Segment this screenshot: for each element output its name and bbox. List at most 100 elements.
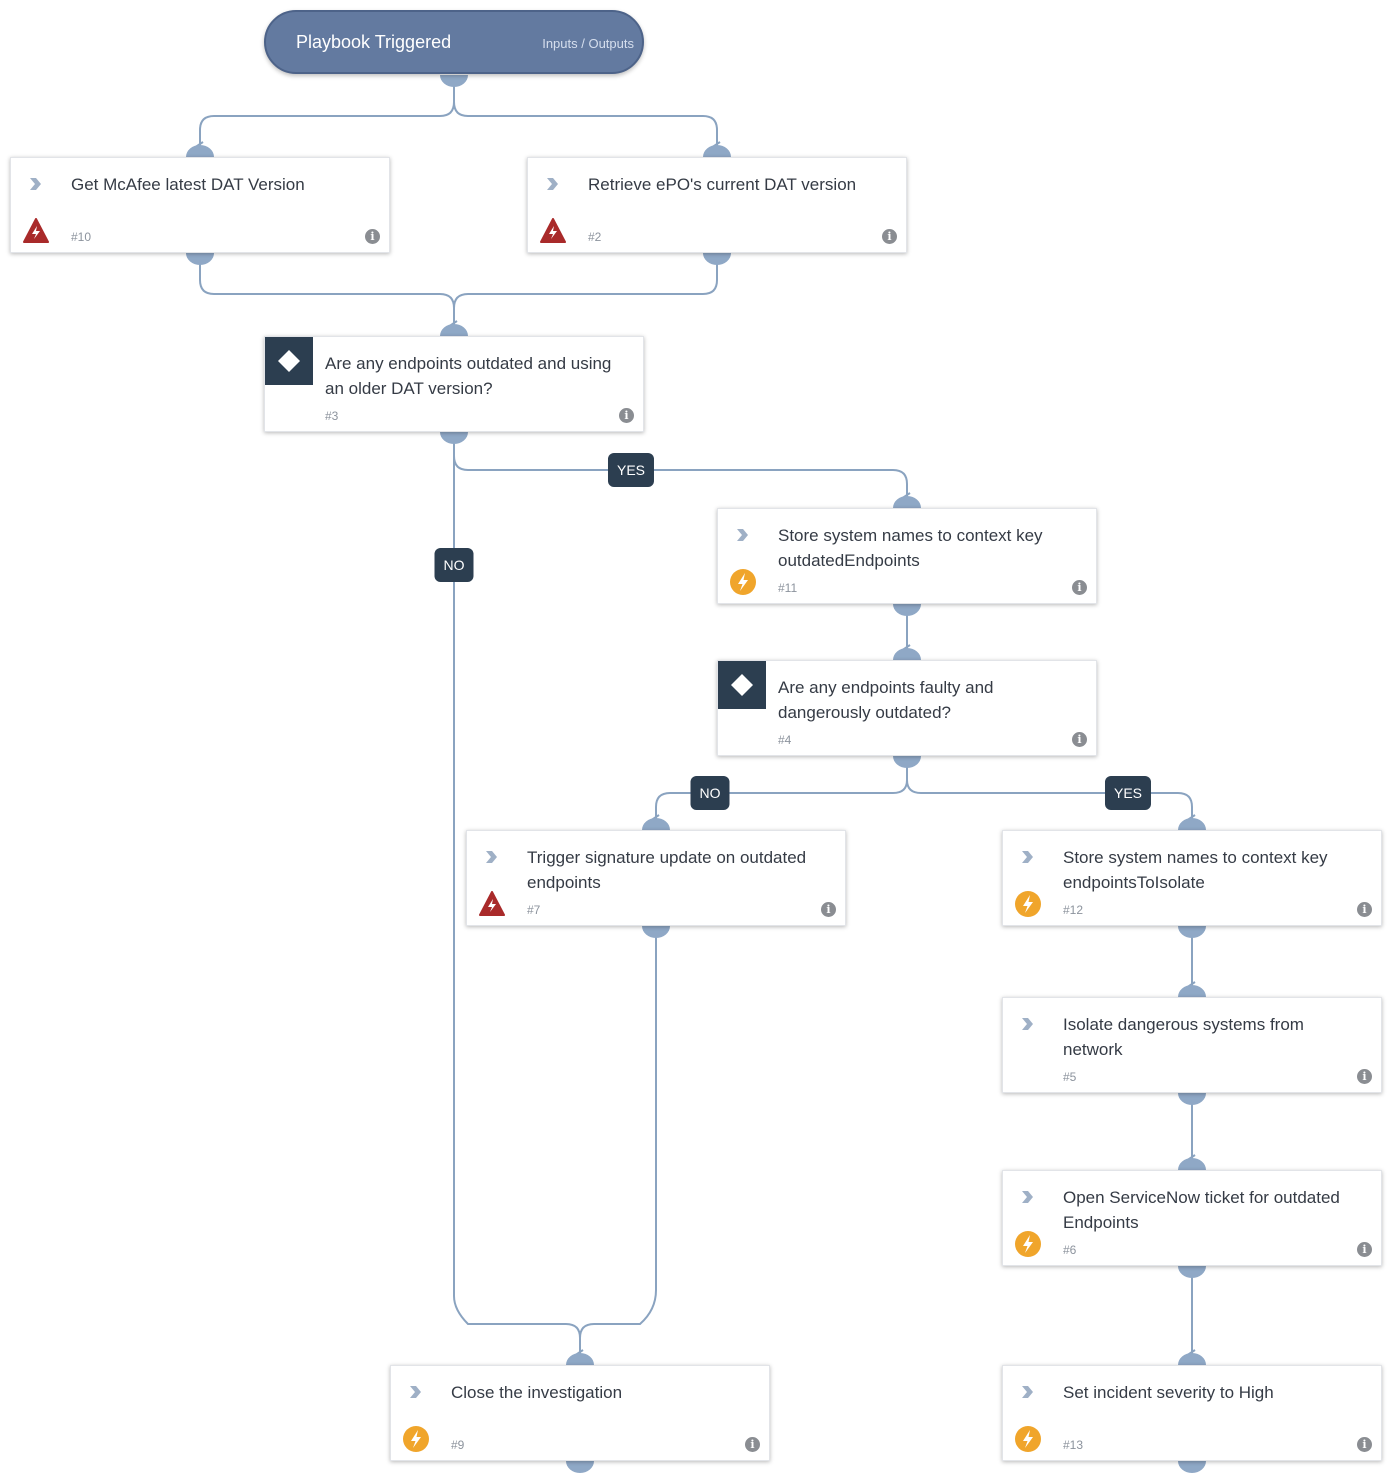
port-trigger-out bbox=[440, 75, 468, 87]
task-number: #5 bbox=[1063, 1070, 1077, 1084]
task-title: Are any endpoints outdated and using an … bbox=[325, 354, 612, 398]
port-11-in bbox=[893, 496, 921, 508]
chevron-right-icon bbox=[30, 178, 41, 190]
task-node-2[interactable]: Retrieve ePO's current DAT version #2 i bbox=[527, 157, 907, 253]
edge-7-9 bbox=[579, 930, 657, 1354]
info-icon[interactable]: i bbox=[821, 902, 836, 917]
error-warning-icon bbox=[23, 218, 49, 243]
task-title: Store system names to context key endpoi… bbox=[1063, 848, 1328, 892]
edge-3-9 bbox=[453, 435, 584, 1359]
edge-trigger-2 bbox=[453, 78, 721, 151]
port-5-in bbox=[1178, 985, 1206, 997]
chevron-right-icon bbox=[1022, 851, 1033, 863]
task-title: Are any endpoints faulty and dangerously… bbox=[778, 678, 994, 722]
automation-bolt-icon bbox=[1015, 1231, 1041, 1257]
port-11-out bbox=[893, 604, 921, 616]
automation-bolt-icon bbox=[1015, 891, 1041, 917]
chevron-right-icon bbox=[486, 851, 497, 863]
task-node-10[interactable]: Get McAfee latest DAT Version #10 i bbox=[10, 157, 390, 253]
info-icon[interactable]: i bbox=[1357, 902, 1372, 917]
info-icon[interactable]: i bbox=[1357, 1437, 1372, 1452]
branch-label-no[interactable]: NO bbox=[690, 776, 730, 810]
branch-label-no[interactable]: NO bbox=[434, 548, 474, 582]
task-node-9[interactable]: Close the investigation #9 i bbox=[390, 1365, 770, 1461]
task-node-7[interactable]: Trigger signature update on outdated end… bbox=[466, 830, 846, 926]
info-icon[interactable]: i bbox=[619, 408, 634, 423]
edge-4-12 bbox=[906, 760, 1196, 824]
task-title: Store system names to context key outdat… bbox=[778, 526, 1043, 570]
chevron-right-icon bbox=[1022, 1386, 1033, 1398]
error-warning-icon bbox=[540, 218, 566, 243]
task-number: #11 bbox=[778, 581, 798, 595]
info-icon[interactable]: i bbox=[1357, 1069, 1372, 1084]
port-6-in bbox=[1178, 1158, 1206, 1170]
port-13-in bbox=[1178, 1353, 1206, 1365]
port-7-out bbox=[642, 926, 670, 938]
info-icon[interactable]: i bbox=[1072, 732, 1087, 747]
info-icon[interactable]: i bbox=[1357, 1242, 1372, 1257]
task-number: #3 bbox=[325, 409, 339, 423]
task-node-13[interactable]: Set incident severity to High #13 i bbox=[1002, 1365, 1382, 1461]
port-12-out bbox=[1178, 926, 1206, 938]
task-number: #10 bbox=[71, 230, 92, 244]
task-node-11[interactable]: Store system names to context key outdat… bbox=[717, 508, 1097, 604]
port-10-in bbox=[186, 145, 214, 157]
task-number: #9 bbox=[451, 1438, 465, 1452]
chevron-right-icon bbox=[547, 178, 558, 190]
port-2-in bbox=[703, 145, 731, 157]
condition-diamond-icon bbox=[718, 661, 766, 709]
task-number: #7 bbox=[527, 903, 541, 917]
port-10-out bbox=[186, 253, 214, 265]
task-title: Set incident severity to High bbox=[1063, 1383, 1274, 1402]
task-node-12[interactable]: Store system names to context key endpoi… bbox=[1002, 830, 1382, 926]
task-title: Trigger signature update on outdated end… bbox=[527, 848, 807, 892]
chevron-right-icon bbox=[737, 529, 748, 541]
automation-bolt-icon bbox=[1015, 1426, 1041, 1452]
chevron-right-icon bbox=[1022, 1191, 1033, 1203]
task-node-5[interactable]: Isolate dangerous systems from network #… bbox=[1002, 997, 1382, 1093]
info-icon[interactable]: i bbox=[365, 229, 380, 244]
port-4-in bbox=[893, 648, 921, 660]
condition-node-3[interactable]: Are any endpoints outdated and using an … bbox=[264, 336, 644, 432]
task-title: Retrieve ePO's current DAT version bbox=[588, 175, 857, 194]
task-number: #12 bbox=[1063, 903, 1084, 917]
port-12-in bbox=[1178, 818, 1206, 830]
edge-2-3 bbox=[453, 256, 718, 325]
branch-label-yes[interactable]: YES bbox=[607, 453, 655, 487]
chevron-right-icon bbox=[410, 1386, 421, 1398]
port-6-out bbox=[1178, 1266, 1206, 1278]
task-title: Isolate dangerous systems from network bbox=[1063, 1015, 1304, 1059]
condition-node-4[interactable]: Are any endpoints faulty and dangerously… bbox=[717, 660, 1097, 756]
task-title: Close the investigation bbox=[451, 1383, 623, 1402]
port-3-in bbox=[440, 324, 468, 336]
playbook-trigger-node[interactable]: Playbook Triggered Inputs / Outputs bbox=[264, 10, 644, 74]
port-13-out bbox=[1178, 1461, 1206, 1473]
edge-10-3 bbox=[199, 256, 458, 330]
branch-label-yes[interactable]: YES bbox=[1104, 776, 1152, 810]
automation-bolt-icon bbox=[730, 569, 756, 595]
info-icon[interactable]: i bbox=[882, 229, 897, 244]
port-3-out bbox=[440, 432, 468, 444]
inputs-outputs-link[interactable]: Inputs / Outputs bbox=[542, 36, 634, 51]
task-node-6[interactable]: Open ServiceNow ticket for outdated Endp… bbox=[1002, 1170, 1382, 1266]
port-2-out bbox=[703, 253, 731, 265]
port-7-in bbox=[642, 818, 670, 830]
port-4-out bbox=[893, 756, 921, 768]
port-5-out bbox=[1178, 1093, 1206, 1105]
task-number: #6 bbox=[1063, 1243, 1077, 1257]
task-title: Get McAfee latest DAT Version bbox=[71, 175, 305, 194]
edge-trigger-10 bbox=[195, 78, 455, 151]
task-number: #2 bbox=[588, 230, 602, 244]
info-icon[interactable]: i bbox=[745, 1437, 760, 1452]
info-icon[interactable]: i bbox=[1072, 580, 1087, 595]
automation-bolt-icon bbox=[403, 1426, 429, 1452]
chevron-right-icon bbox=[1022, 1018, 1033, 1030]
trigger-title: Playbook Triggered bbox=[296, 32, 452, 52]
edge-3-11 bbox=[453, 435, 911, 502]
task-number: #4 bbox=[778, 733, 792, 747]
port-9-out bbox=[566, 1461, 594, 1473]
error-warning-icon bbox=[479, 891, 505, 916]
edge-4-7 bbox=[651, 760, 908, 824]
task-title: Open ServiceNow ticket for outdated Endp… bbox=[1063, 1188, 1340, 1232]
